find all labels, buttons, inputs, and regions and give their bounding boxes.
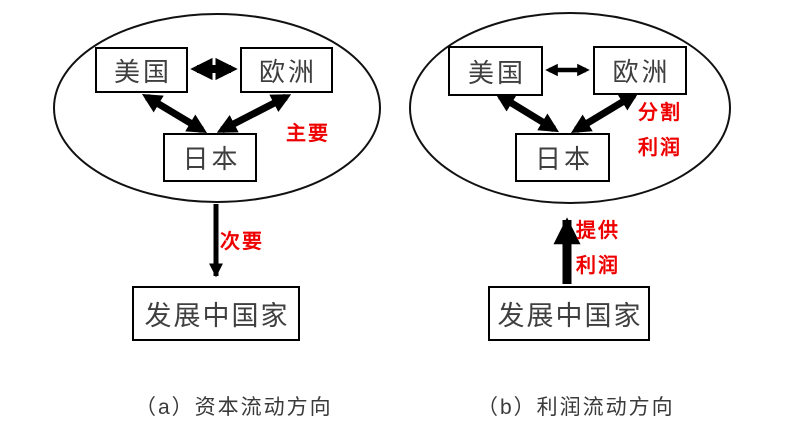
developing-countries-box-a: 发展中国家 — [132, 286, 300, 341]
usa-box-b: 美国 — [448, 46, 543, 96]
secondary-flow-annotation-a: 次要 — [220, 231, 264, 253]
triad-ellipse-b — [409, 12, 731, 204]
caption-b: （b）利润流动方向 — [477, 396, 675, 419]
provide-profit-annotation-line2-b: 利润 — [576, 255, 620, 277]
europe-japan-arrow-a — [216, 93, 292, 134]
split-profit-annotation-line2-b: 利润 — [638, 137, 682, 159]
primary-flow-annotation-a: 主要 — [286, 123, 330, 145]
usa-japan-arrow-b — [494, 92, 560, 133]
split-profit-annotation-line1-b: 分割 — [638, 102, 682, 124]
europe-box-a: 欧洲 — [240, 47, 333, 93]
developing-countries-box-b: 发展中国家 — [488, 286, 650, 341]
japan-box-a: 日本 — [163, 133, 257, 182]
triad-ellipse-a — [53, 13, 381, 203]
usa-box-a: 美国 — [95, 47, 188, 93]
europe-japan-arrow-b — [570, 91, 640, 134]
caption-a: （a）资本流动方向 — [135, 396, 333, 419]
japan-box-b: 日本 — [515, 133, 610, 182]
usa-japan-arrow-a — [141, 93, 208, 134]
europe-box-b: 欧洲 — [593, 46, 687, 95]
provide-profit-annotation-line1-b: 提供 — [576, 220, 620, 242]
